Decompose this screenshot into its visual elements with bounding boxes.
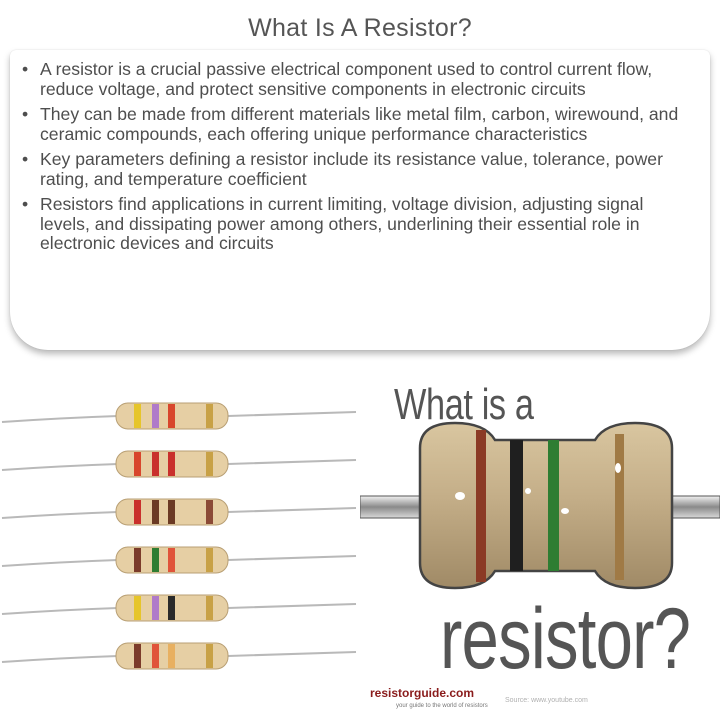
color-band: [134, 404, 141, 428]
logo-brand: resistorguide.com: [370, 686, 475, 700]
info-card: A resistor is a crucial passive electric…: [10, 50, 710, 350]
resistor-lead: [1, 651, 357, 663]
page-title: What Is A Resistor?: [248, 14, 472, 42]
bullet-list: A resistor is a crucial passive electric…: [10, 50, 710, 254]
resistor-lead: [1, 507, 357, 519]
color-band: [134, 500, 141, 524]
color-band: [206, 548, 213, 572]
resistors-photo: [1, 402, 357, 670]
color-band: [134, 548, 141, 572]
color-band: [152, 644, 159, 668]
color-band: [134, 644, 141, 668]
color-band: [152, 596, 159, 620]
color-band: [206, 500, 213, 524]
color-band: [168, 596, 175, 620]
color-band: [134, 596, 141, 620]
color-band: [206, 404, 213, 428]
bullet-item: Resistors find applications in current l…: [22, 194, 696, 254]
resistor-lead: [1, 555, 357, 567]
graphic-heading-top: What is a: [394, 380, 534, 429]
resistor-lead: [1, 411, 357, 423]
graphic-heading-bottom: resistor?: [440, 591, 691, 687]
resistor: [1, 642, 357, 670]
resistor-lead: [1, 603, 357, 615]
color-band: [152, 500, 159, 524]
color-band: [168, 548, 175, 572]
resistor: [1, 546, 357, 574]
color-band: [152, 452, 159, 476]
resistor: [1, 402, 357, 430]
color-band: [168, 644, 175, 668]
resistor: [1, 450, 357, 478]
image-source: Source: www.youtube.com: [505, 697, 588, 704]
logo-tagline: your guide to the world of resistors: [396, 703, 488, 709]
resistorguide-logo: resistorguide.com your guide to the worl…: [370, 684, 510, 709]
resistor: [1, 498, 357, 526]
color-band: [168, 404, 175, 428]
color-band: [152, 548, 159, 572]
color-band: [168, 500, 175, 524]
color-band: [168, 452, 175, 476]
bullet-item: They can be made from different material…: [22, 104, 696, 144]
resistor: [1, 594, 357, 622]
color-band: [206, 596, 213, 620]
color-band: [206, 644, 213, 668]
resistor-lead: [1, 459, 357, 471]
color-band: [152, 404, 159, 428]
color-band: [206, 452, 213, 476]
large-resistor-image: [360, 421, 720, 590]
color-band: [134, 452, 141, 476]
bullet-item: A resistor is a crucial passive electric…: [22, 59, 696, 99]
bullet-item: Key parameters defining a resistor inclu…: [22, 149, 696, 189]
